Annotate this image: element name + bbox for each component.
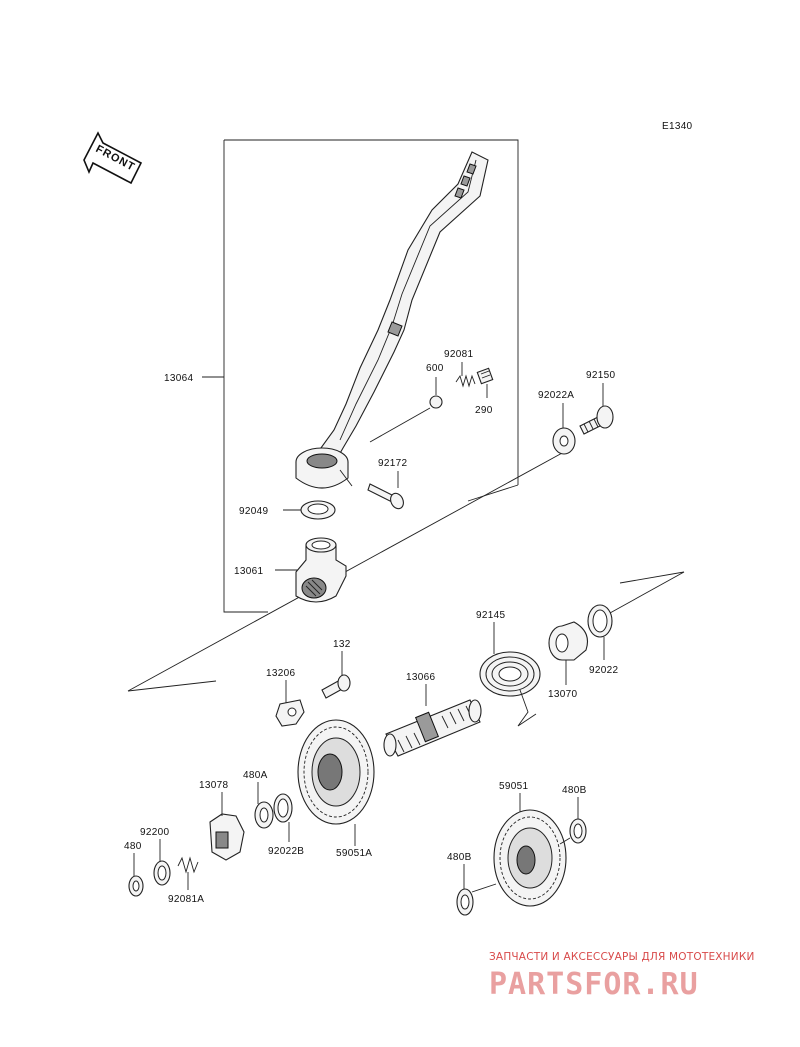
label-13061: 13061 <box>234 566 263 577</box>
seal-92049 <box>300 500 336 520</box>
leader-gear-to-480b-top <box>559 837 571 845</box>
label-480a: 480A <box>243 770 268 781</box>
label-600: 600 <box>426 363 444 374</box>
label-92172: 92172 <box>378 458 407 469</box>
spring-92081a <box>177 856 199 874</box>
pin-290 <box>476 367 494 385</box>
washer-92200 <box>153 860 171 886</box>
label-59051: 59051 <box>499 781 528 792</box>
ratchet-13078 <box>209 813 245 861</box>
guide-13206 <box>275 699 305 727</box>
washer-92022b <box>273 793 293 823</box>
circlip-480 <box>128 875 144 897</box>
gear-59051a <box>297 719 375 825</box>
ball-600 <box>429 395 443 409</box>
kickstarter-shaft-13066 <box>383 699 482 757</box>
label-480b-bottom: 480B <box>447 852 472 863</box>
bolt-92150 <box>579 405 614 435</box>
shaft-13061 <box>295 537 347 603</box>
label-290: 290 <box>475 405 493 416</box>
kick-pedal-lever <box>295 151 489 489</box>
leader-ball-to-pedal <box>369 407 431 443</box>
circlip-480b-top <box>569 818 587 844</box>
label-132: 132 <box>333 639 351 650</box>
label-13078: 13078 <box>199 780 228 791</box>
circlip-480b-bottom <box>456 888 474 916</box>
bolt-92172 <box>367 483 404 510</box>
label-92022: 92022 <box>589 665 618 676</box>
label-92200: 92200 <box>140 827 169 838</box>
label-92150: 92150 <box>586 370 615 381</box>
watermark-subtitle: ЗАПЧАСТИ И АКСЕССУАРЫ ДЛЯ МОТОТЕХНИКИ <box>489 951 755 963</box>
group-bracket-lower <box>223 140 519 613</box>
torsion-spring-92145 <box>479 651 541 727</box>
washer-92022 <box>587 604 613 638</box>
label-92022b: 92022B <box>268 846 304 857</box>
axis-line-right <box>609 571 685 614</box>
watermark-brand: PARTSFOR.RU <box>489 967 699 1002</box>
gear-59051 <box>493 809 567 907</box>
leader-gear-to-480b <box>471 883 497 893</box>
label-59051a: 59051A <box>336 848 372 859</box>
front-arrow-icon: FRONT <box>83 131 143 185</box>
spring-92081 <box>455 374 476 388</box>
label-92049: 92049 <box>239 506 268 517</box>
label-480: 480 <box>124 841 142 852</box>
label-13066: 13066 <box>406 672 435 683</box>
label-13064: 13064 <box>164 373 193 384</box>
axis-line-left <box>127 680 217 692</box>
label-92081: 92081 <box>444 349 473 360</box>
bolt-132 <box>321 674 351 699</box>
group-bracket <box>224 139 519 485</box>
label-13070: 13070 <box>548 689 577 700</box>
washer-92022a <box>552 427 576 455</box>
collar-13070 <box>548 621 589 661</box>
label-13206: 13206 <box>266 668 295 679</box>
axis-line-right-top <box>619 571 685 584</box>
label-92145: 92145 <box>476 610 505 621</box>
diagram-code: E1340 <box>662 121 693 132</box>
label-92022a: 92022A <box>538 390 574 401</box>
label-92081a: 92081A <box>168 894 204 905</box>
label-480b-top: 480B <box>562 785 587 796</box>
circlip-480a <box>254 801 274 829</box>
